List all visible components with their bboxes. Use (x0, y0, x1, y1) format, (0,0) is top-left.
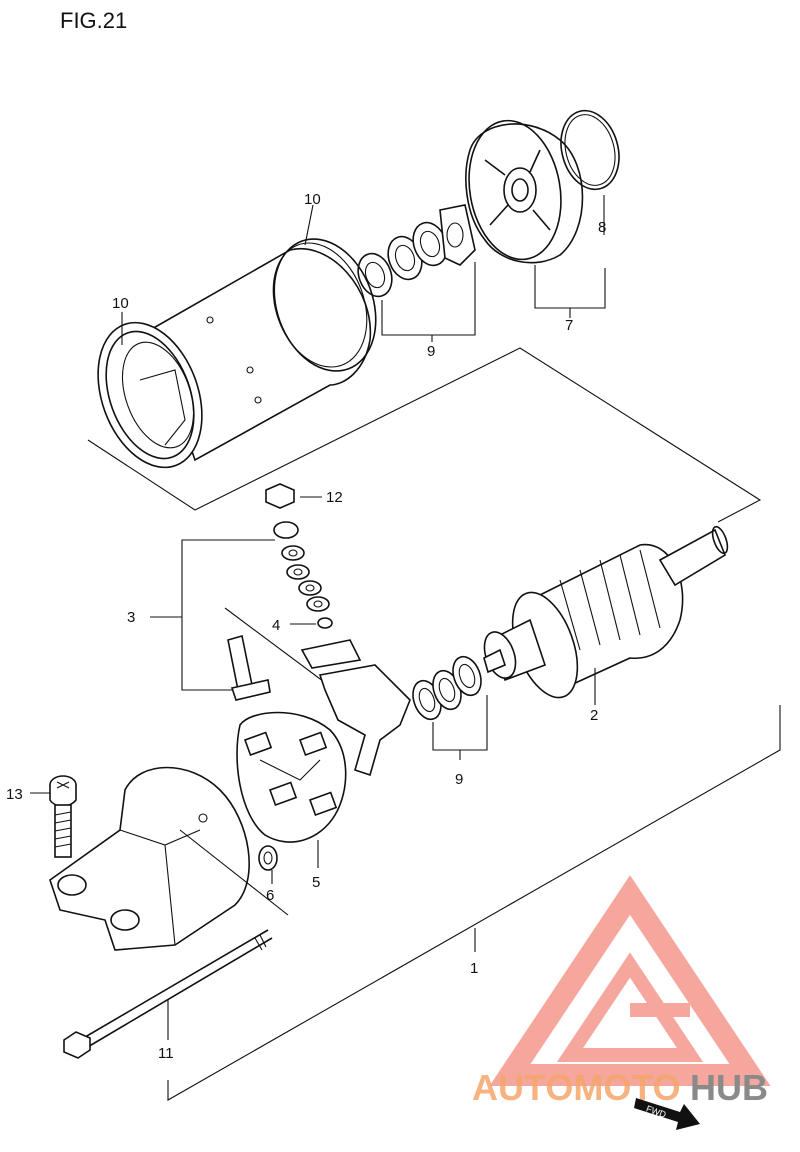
brush-holder-part (236, 639, 411, 843)
watermark-logo (489, 875, 771, 1086)
assembly-outline-lower (167, 705, 781, 1101)
washer-set-lower (412, 655, 482, 721)
callout-6: 6 (266, 887, 274, 904)
terminal-nut-stack (265, 483, 333, 629)
bolt-part-13 (49, 775, 77, 858)
terminal-bolt-part (224, 607, 356, 706)
leader-3-bracket (181, 539, 275, 691)
callout-7: 7 (565, 317, 573, 334)
armature-part (483, 525, 729, 699)
leader-7 (534, 265, 606, 309)
watermark-text-automoto: AUTOMOTO (472, 1067, 681, 1108)
through-bolt-part-11 (63, 929, 273, 1059)
leader-9-upper (381, 262, 476, 336)
callout-2: 2 (590, 707, 598, 724)
callout-11: 11 (158, 1045, 174, 1062)
callout-10-left: 10 (112, 295, 129, 312)
callout-9-upper: 9 (427, 343, 435, 360)
front-housing-part (49, 766, 289, 951)
washer-set-upper (357, 204, 476, 298)
yoke-housing-part (97, 238, 377, 469)
leader-10-top (304, 204, 314, 246)
callout-3: 3 (127, 609, 135, 626)
nut-part-6 (258, 845, 278, 871)
figure-title: FIG.21 (60, 8, 128, 33)
callout-8: 8 (598, 219, 606, 236)
callout-13: 13 (6, 786, 23, 803)
assembly-outline-upper (87, 347, 762, 523)
callout-4: 4 (272, 617, 280, 634)
callout-10-top: 10 (304, 191, 321, 208)
callout-1: 1 (470, 960, 478, 977)
callout-12: 12 (326, 489, 343, 506)
callout-5: 5 (312, 874, 320, 891)
watermark-text-hub: HUB (690, 1067, 768, 1108)
callout-9-lower: 9 (455, 771, 463, 788)
end-cover-part (465, 109, 620, 264)
